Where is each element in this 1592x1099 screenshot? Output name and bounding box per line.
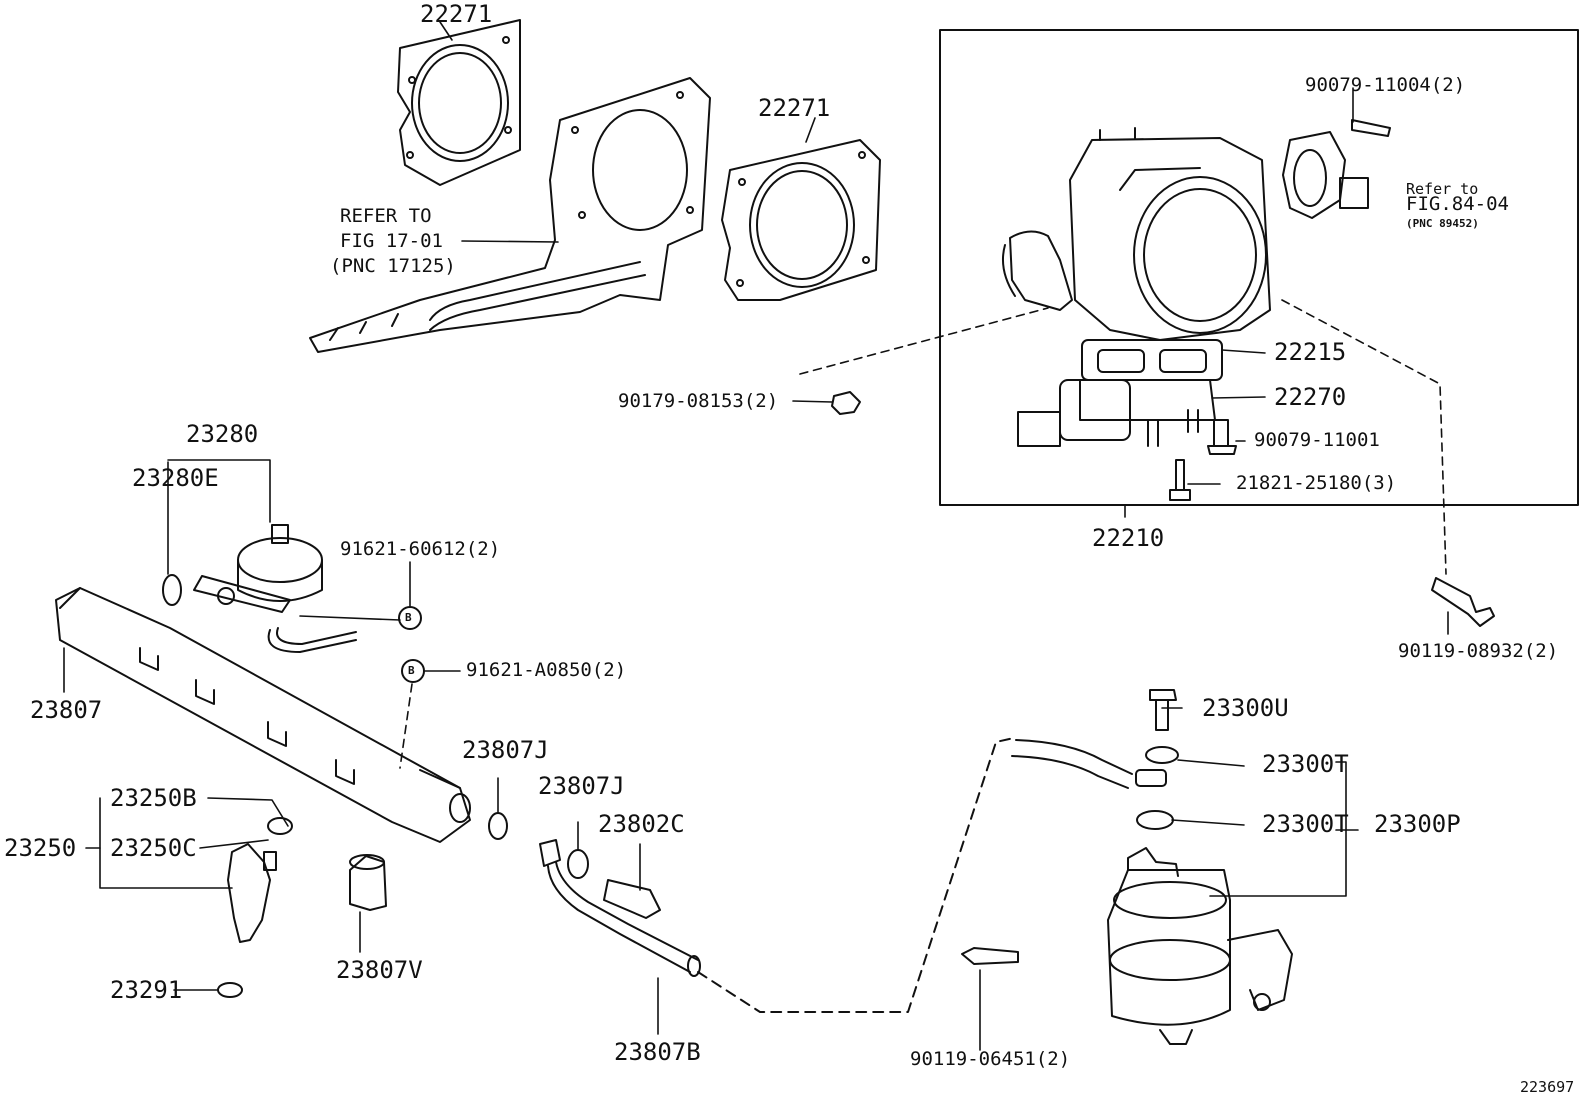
label-23807V: 23807V xyxy=(336,956,423,984)
label-91621-60612: 91621-60612(2) xyxy=(340,538,501,560)
refer-fig17-line1: REFER TO xyxy=(340,205,432,227)
label-23250: 23250 xyxy=(4,834,77,862)
label-90179-08153: 90179-08153(2) xyxy=(618,390,779,412)
label-22270: 22270 xyxy=(1274,383,1347,411)
label-23807J-a: 23807J xyxy=(462,736,549,764)
pulsation-damper-hose xyxy=(1011,689,1179,830)
gasket-22271-top xyxy=(397,19,521,186)
refer-fig84-line3: (PNC 89452) xyxy=(1406,217,1479,230)
label-22210: 22210 xyxy=(1092,524,1165,552)
label-23250B: 23250B xyxy=(110,784,197,812)
throttle-body-assembly-frame xyxy=(939,29,1579,506)
o-ring-23807J-b xyxy=(567,849,589,879)
label-23300U: 23300U xyxy=(1202,694,1289,722)
label-23250C: 23250C xyxy=(110,834,197,862)
dashed-leaders xyxy=(399,299,1447,769)
bolt-marker-b-2-text: B xyxy=(408,664,415,677)
union-bolt-23802C xyxy=(603,879,661,919)
fuel-hose-23807B xyxy=(539,839,701,977)
hose-connection-line xyxy=(697,737,1015,1013)
bolt-90179-08153 xyxy=(831,391,861,415)
fuel-pressure-regulator xyxy=(193,524,357,653)
intake-bracket xyxy=(309,77,711,353)
label-23280: 23280 xyxy=(186,420,259,448)
label-90119-08932: 90119-08932(2) xyxy=(1398,640,1559,662)
throttle-position-sensor xyxy=(1282,119,1391,219)
o-ring-23280E xyxy=(162,574,182,606)
bolt-90119-06451 xyxy=(961,947,1019,965)
label-23280E: 23280E xyxy=(132,464,219,492)
bolt-marker-b-1 xyxy=(398,606,422,630)
label-23291: 23291 xyxy=(110,976,183,1004)
label-22271-top: 22271 xyxy=(420,0,493,28)
label-90079-11001: 90079-11001 xyxy=(1254,429,1380,451)
bolt-marker-b-1-text: B xyxy=(405,611,412,624)
screw-90079-11001 xyxy=(1207,419,1237,455)
fuel-injector xyxy=(227,817,293,943)
refer-fig17-line3: (PNC 17125) xyxy=(330,255,456,277)
label-91621-A0850: 91621-A0850(2) xyxy=(466,659,627,681)
refer-fig17-line2: FIG 17-01 xyxy=(340,230,443,252)
o-ring-23807J-a xyxy=(488,812,508,840)
label-23300T-a: 23300T xyxy=(1262,750,1349,778)
fuel-delivery-pipe xyxy=(55,587,471,843)
label-23300T-b: 23300T xyxy=(1262,810,1349,838)
label-23802C: 23802C xyxy=(598,810,685,838)
label-90119-06451: 90119-06451(2) xyxy=(910,1048,1071,1070)
pulsation-damper xyxy=(1107,847,1293,1045)
label-90079-11004: 90079-11004(2) xyxy=(1305,74,1466,96)
leader-lines xyxy=(63,21,1449,1051)
label-23300P: 23300P xyxy=(1374,810,1461,838)
label-23807J-b: 23807J xyxy=(538,772,625,800)
screw-21821-25180 xyxy=(1169,459,1191,501)
insulator-23807V xyxy=(349,854,387,911)
gasket-22271-right xyxy=(721,139,881,301)
throttle-body xyxy=(1002,127,1271,447)
label-23807B: 23807B xyxy=(614,1038,701,1066)
label-22271-right: 22271 xyxy=(758,94,831,122)
bolt-90119-08932 xyxy=(1431,577,1495,627)
label-23807: 23807 xyxy=(30,696,103,724)
label-21821-25180: 21821-25180(3) xyxy=(1236,472,1397,494)
refer-fig84-line2: FIG.84-04 xyxy=(1406,193,1509,215)
refer-fig84-line1: Refer to xyxy=(1406,180,1479,198)
label-22215: 22215 xyxy=(1274,338,1347,366)
diagram-number: 223697 xyxy=(1520,1078,1575,1096)
o-ring-23291 xyxy=(217,982,243,998)
